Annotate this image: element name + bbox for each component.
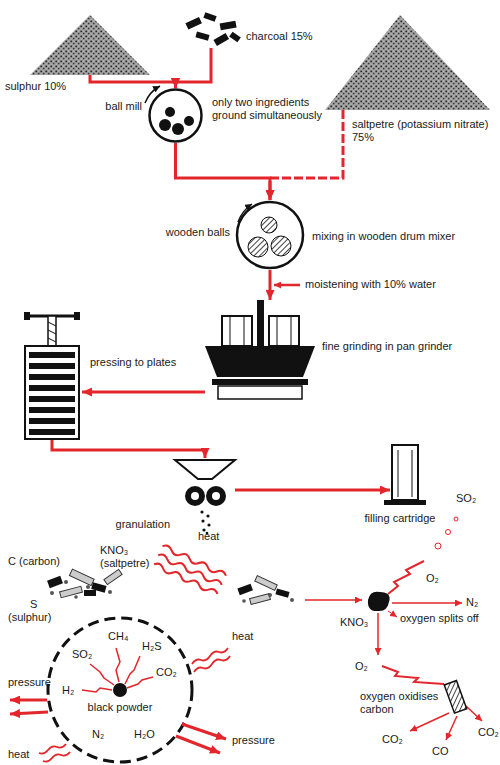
reaction-label: moistening with 10% water [305, 278, 477, 291]
reaction-label: O₂ [355, 660, 375, 673]
flow-arrow [82, 391, 205, 394]
reaction-label: C (carbon) [8, 555, 80, 568]
flow-arrow [176, 48, 212, 88]
saltpetre-pile: saltpetre (potassium nitrate) 75% [325, 15, 490, 110]
reaction-label: oxygen splits off [400, 612, 498, 625]
cartridge [384, 445, 426, 505]
reaction-label: CO₂ [478, 726, 500, 739]
saltpetre-grain [368, 592, 390, 611]
reaction-label: N₂ [466, 596, 492, 609]
granulator: granulation [175, 458, 235, 535]
charcoal: charcoal 15% [180, 12, 242, 48]
granulator [175, 460, 235, 534]
plate-press [24, 312, 80, 439]
flow-arrow [235, 489, 390, 492]
flow-arrow [270, 110, 343, 200]
reaction-label: N₂ [92, 728, 112, 741]
reaction-label: SO₂ [72, 648, 94, 661]
reaction-label: S [30, 598, 44, 611]
ball-mill: ball millonly two ingredients ground sim… [148, 88, 203, 143]
reaction-label: CO₂ [156, 666, 180, 679]
step-label: mixing in wooden drum mixer [312, 230, 480, 243]
step-label: ball mill [68, 100, 142, 113]
step-label: wooden balls [150, 226, 230, 239]
drum-mixer: wooden ballsmixing in wooden drum mixer [235, 200, 305, 270]
step-label: granulation [92, 518, 170, 531]
heat-waves [153, 544, 227, 596]
powder-ingredients [47, 569, 122, 599]
charcoal-pieces [185, 12, 240, 46]
reaction-label: heat [8, 748, 42, 761]
cartridge: filling cartridge [390, 440, 420, 505]
drum-mixer [237, 202, 303, 268]
plate-press: pressing to plates [22, 312, 82, 440]
ball-mill [145, 86, 202, 142]
reaction-label: H₂O [134, 728, 160, 741]
saltpetre-pile [325, 15, 490, 110]
reaction-label: KNO₃ [340, 616, 374, 629]
reaction-label: H₂S [142, 640, 168, 653]
step-label: filling cartridge [340, 512, 460, 525]
flow-arrow [176, 143, 271, 200]
reaction-arrow [305, 599, 362, 601]
reaction-label: heat [232, 630, 266, 643]
flow-arrow [90, 75, 176, 88]
reaction-label: O₂ [426, 572, 448, 585]
reaction-label: pressure [8, 676, 68, 689]
reaction-label: CH₄ [108, 630, 132, 643]
pan-grinder: fine grinding in pan grinder [205, 300, 315, 400]
step-label: sulphur 10% [5, 80, 85, 93]
reaction-label: CO [432, 745, 454, 758]
flow-arrow [52, 440, 205, 458]
step-label: fine grinding in pan grinder [322, 340, 472, 353]
reaction-label: (saltpetre) [100, 557, 170, 570]
step-label: saltpetre (potassium nitrate) 75% [352, 118, 492, 144]
step-label: charcoal 15% [246, 30, 324, 43]
explosion-circle [10, 618, 230, 762]
reaction-label: pressure [232, 734, 292, 747]
connectors [52, 48, 390, 490]
reaction-label: (sulphur) [8, 611, 68, 624]
reaction-label: H₂ [62, 684, 82, 697]
sulphur-pile [30, 15, 150, 75]
step-label: only two ingredients ground simultaneous… [212, 96, 337, 122]
water-arrow [274, 284, 300, 287]
carbon-grain [444, 681, 466, 714]
reaction-label: oxygen oxidises carbon [360, 690, 446, 716]
reaction-label: KNO₃ [100, 544, 140, 557]
pan-grinder [205, 300, 315, 399]
heated-mixture [237, 576, 294, 605]
reaction-label: CO₂ [382, 733, 408, 746]
reaction-label: black powder [80, 701, 160, 714]
flow-arrow [269, 270, 272, 300]
reaction-label: heat [198, 530, 232, 543]
sulphur-pile: sulphur 10% [30, 15, 150, 75]
reaction-label: SO₂ [456, 492, 486, 505]
step-label: pressing to plates [90, 356, 198, 369]
